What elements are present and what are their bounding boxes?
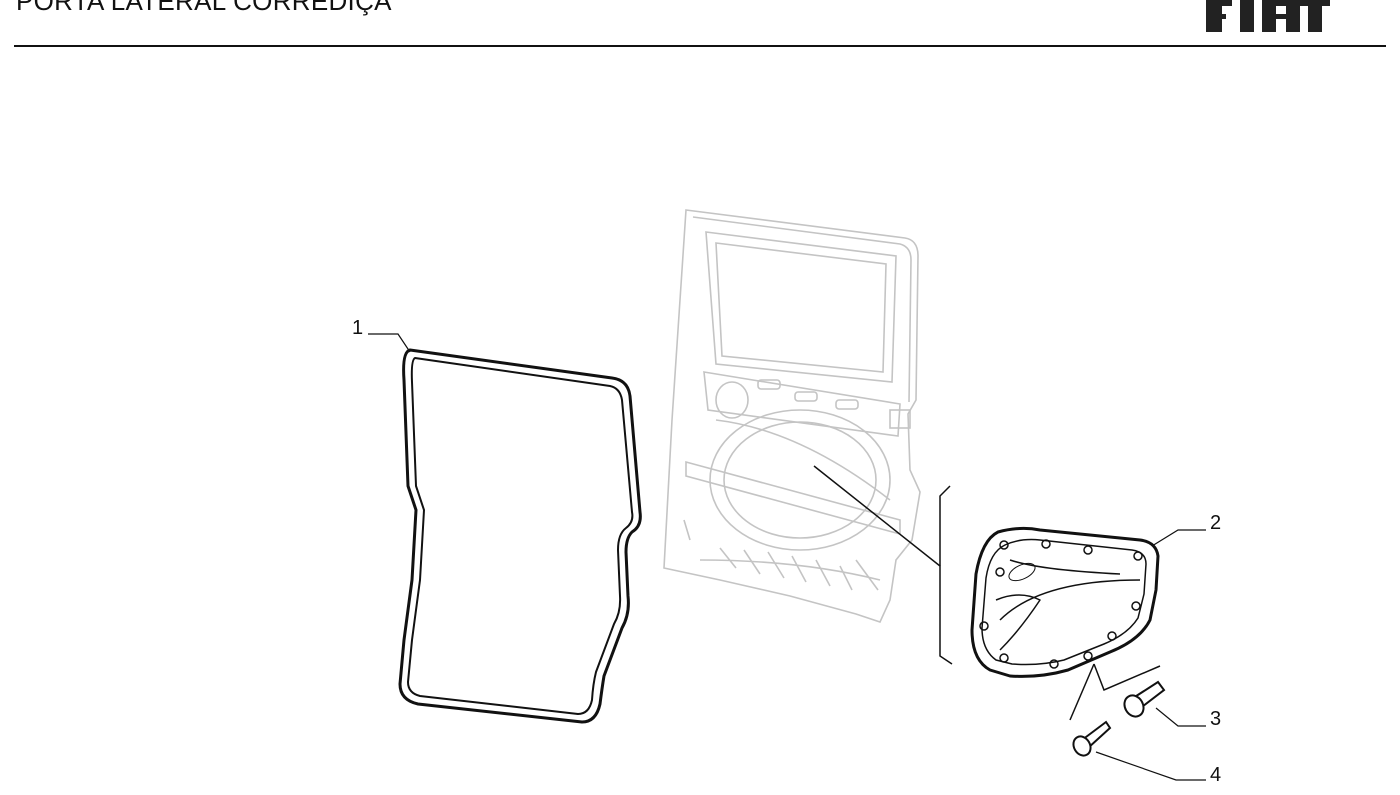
door-shell-outline	[663, 209, 921, 623]
svg-text:1: 1	[352, 317, 363, 339]
callout-3: 3	[1155, 707, 1221, 730]
fiat-logo	[1206, 0, 1330, 32]
page-title: PORTA LATERAL CORREDIÇA	[16, 0, 392, 16]
callout-4: 4	[1095, 751, 1221, 786]
svg-text:4: 4	[1210, 764, 1221, 786]
screw	[1072, 720, 1112, 757]
door-seal-ring	[398, 348, 642, 724]
header-rule	[14, 45, 1386, 47]
svg-text:2: 2	[1210, 512, 1221, 534]
fastener-clip	[1123, 680, 1166, 718]
door-trim-panel	[970, 526, 1160, 678]
assembly-leader-lines	[813, 465, 1161, 721]
callout-2: 2	[1151, 512, 1221, 547]
callout-1: 1	[352, 317, 411, 353]
svg-text:3: 3	[1210, 708, 1221, 730]
